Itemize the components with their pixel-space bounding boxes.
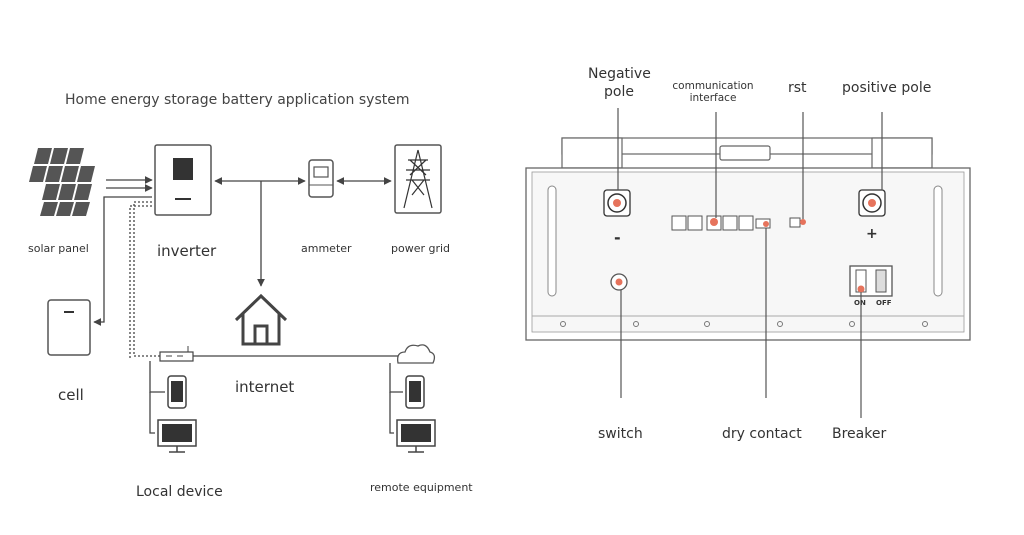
label-communication-interface: communication interface	[672, 80, 754, 104]
label-rst: rst	[788, 80, 807, 96]
page-title: Home energy storage battery application …	[65, 92, 410, 108]
label-inverter: inverter	[157, 242, 217, 260]
label-dry-contact: dry contact	[722, 426, 802, 442]
negative-terminal	[603, 189, 631, 217]
label-local-device: Local device	[136, 484, 223, 500]
label-solar-panel: solar panel	[28, 242, 89, 255]
ammeter-icon	[308, 159, 334, 198]
breaker-on-label: ON	[854, 299, 866, 307]
power-grid-icon	[394, 144, 442, 214]
solar-panel-icon	[29, 148, 95, 216]
breaker-switch	[849, 265, 893, 297]
panel-plus-mark: +	[866, 226, 878, 242]
label-internet: internet	[235, 378, 295, 396]
dry-contact-port	[755, 218, 771, 229]
label-cell: cell	[58, 386, 84, 404]
inverter-icon	[154, 144, 212, 216]
pointer-lines	[617, 108, 883, 418]
remote-phone-icon	[405, 375, 425, 409]
label-remote-equipment: remote equipment	[370, 481, 473, 494]
local-monitor-icon	[157, 419, 197, 453]
label-power-grid: power grid	[391, 242, 451, 255]
router-icon	[159, 346, 194, 362]
battery-panel	[525, 137, 971, 341]
label-negative-pole: Negative pole	[588, 66, 651, 100]
cell-icon	[47, 299, 91, 356]
panel-minus-mark: -	[614, 228, 621, 247]
label-switch: switch	[598, 426, 643, 442]
rst-button	[789, 217, 806, 228]
communication-ports	[671, 215, 754, 231]
positive-terminal	[858, 189, 886, 217]
power-switch	[610, 273, 628, 291]
label-ammeter: ammeter	[301, 242, 352, 255]
local-phone-icon	[167, 375, 187, 409]
house-icon	[234, 293, 288, 346]
cloud-icon	[397, 344, 436, 364]
breaker-off-label: OFF	[876, 299, 892, 307]
label-positive-pole: positive pole	[842, 80, 932, 96]
remote-monitor-icon	[396, 419, 436, 453]
label-breaker: Breaker	[832, 426, 887, 442]
connection-lines	[93, 176, 403, 434]
